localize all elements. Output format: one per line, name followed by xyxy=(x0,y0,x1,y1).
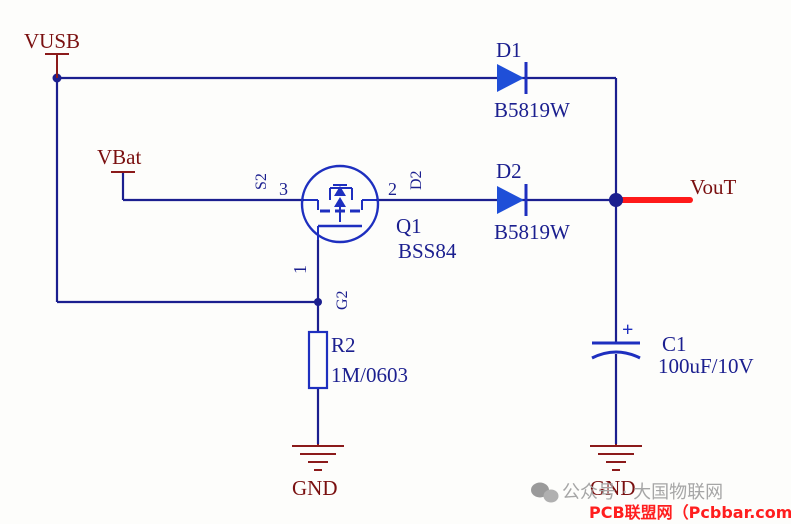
r2-value: 1M/0603 xyxy=(331,363,408,387)
d1-ref: D1 xyxy=(496,38,522,62)
d2-value: B5819W xyxy=(494,220,570,244)
c1-value: 100uF/10V xyxy=(658,354,754,378)
q1-value: BSS84 xyxy=(398,239,457,263)
net-label-gnd-right: GND xyxy=(590,476,636,500)
r2-ref: R2 xyxy=(331,333,356,357)
q1-pin-drain-name: D2 xyxy=(408,170,425,190)
c1-ref: C1 xyxy=(662,332,687,356)
c1-polarity: + xyxy=(622,319,633,341)
diode-d1 xyxy=(495,62,530,94)
resistor-r2 xyxy=(307,330,329,390)
q1-pin-source-num: 3 xyxy=(279,179,288,199)
q1-pin-gate-num: 1 xyxy=(290,265,310,274)
q1-pin-drain-num: 2 xyxy=(388,179,397,199)
vusb-power-symbol xyxy=(45,53,69,78)
diode-d2 xyxy=(495,184,530,216)
wechat-icon xyxy=(531,482,559,503)
watermark-line2: PCB联盟网（Pcbbar.com） xyxy=(589,503,791,522)
junction-gate xyxy=(314,298,322,306)
net-label-vusb: VUSB xyxy=(24,29,80,53)
net-label-gnd-left: GND xyxy=(292,476,338,500)
watermark-line1: 公众号 · 大国物联网 xyxy=(562,482,723,503)
d1-value: B5819W xyxy=(494,98,570,122)
q1-ref: Q1 xyxy=(396,214,422,238)
d2-ref: D2 xyxy=(496,159,522,183)
wire-vbat xyxy=(121,172,304,202)
mosfet-q1 xyxy=(300,164,380,244)
gnd-symbol-left xyxy=(292,444,344,471)
q1-pin-gate-name: G2 xyxy=(334,290,351,310)
net-label-vout: VouT xyxy=(690,175,736,199)
gnd-symbol-right xyxy=(590,444,642,471)
net-label-vbat: VBat xyxy=(97,145,141,169)
q1-pin-source-name: S2 xyxy=(253,173,270,190)
capacitor-c1 xyxy=(591,341,641,360)
junction-vout xyxy=(609,193,623,207)
wire-vusb-left xyxy=(55,78,318,304)
wire-vusb-top xyxy=(57,76,618,200)
